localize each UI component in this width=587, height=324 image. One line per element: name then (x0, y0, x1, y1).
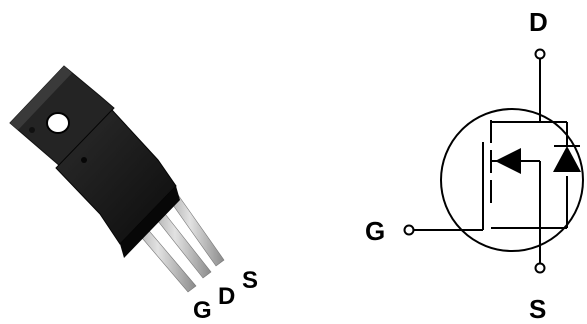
package-label-source: S (242, 267, 258, 294)
package-label-drain: D (218, 283, 235, 310)
package-label-gate: G (193, 297, 212, 324)
mounting-hole (46, 112, 70, 134)
gate-terminal (403, 224, 415, 236)
symbol-label-source: S (529, 294, 546, 324)
symbol-label-drain: D (529, 7, 548, 37)
drain-terminal (534, 48, 546, 60)
symbol-circle (440, 108, 584, 252)
symbol-label-gate: G (365, 216, 385, 246)
mosfet-symbol (403, 48, 584, 274)
source-terminal (534, 262, 546, 274)
package-body-side (120, 186, 180, 258)
diode-icon (553, 146, 581, 172)
body-dimple (81, 157, 87, 163)
to220-package (9, 65, 225, 293)
channel-arrow-icon (495, 148, 521, 174)
package-tab-top-face (10, 66, 72, 130)
tab-dimple (29, 127, 35, 133)
